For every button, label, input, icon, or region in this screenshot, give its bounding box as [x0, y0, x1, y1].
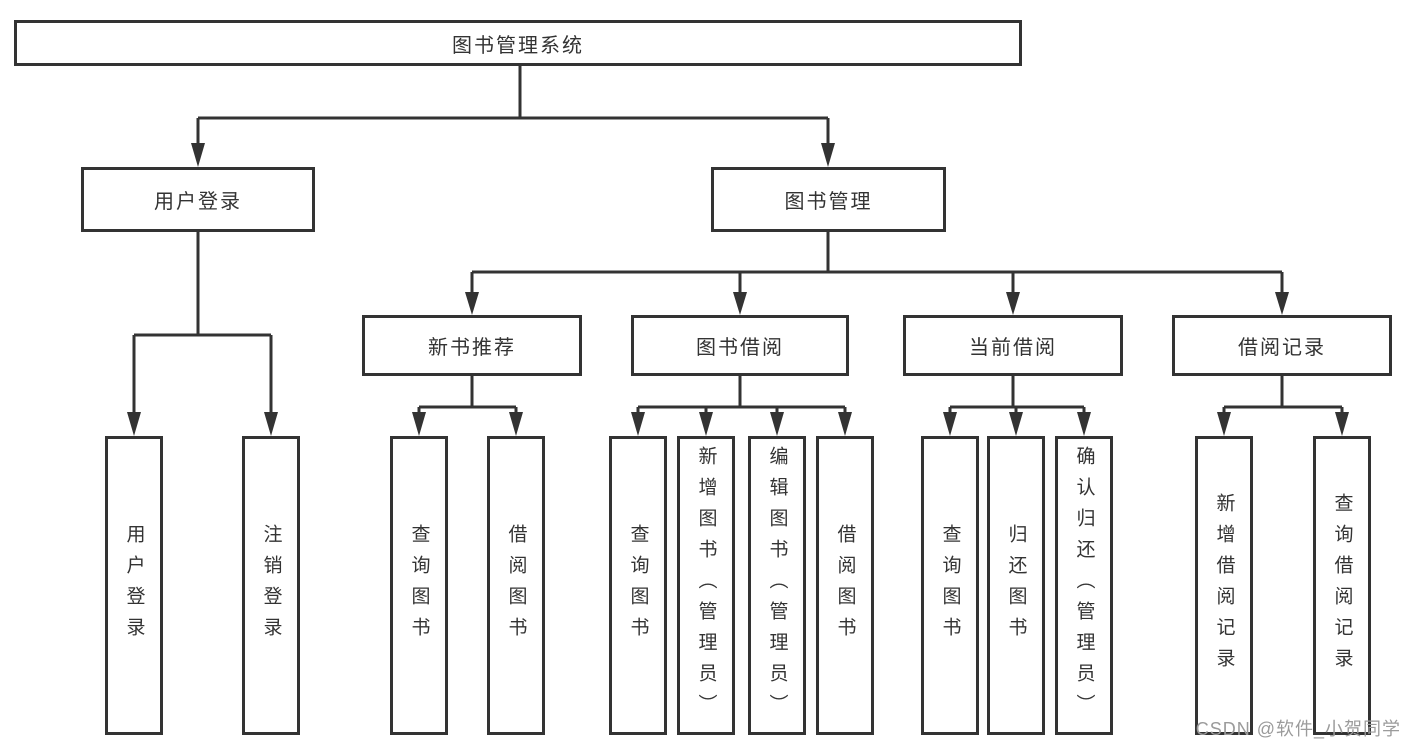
arrowhead [1217, 412, 1231, 436]
node-book-manage: 图书管理 [711, 167, 946, 232]
node-book-borrow-label: 图书借阅 [696, 337, 784, 359]
leaf-query-books-current: 查询图书 [921, 436, 979, 735]
leaf-add-books-admin: 新增图书（管理员） [677, 436, 735, 735]
node-user-login-label: 用户登录 [154, 191, 242, 213]
leaf-query-books-recommend-label: 查询图书 [408, 523, 430, 648]
leaf-logout: 注销登录 [242, 436, 300, 735]
node-current-borrow-label: 当前借阅 [969, 337, 1057, 359]
leaf-query-books-current-label: 查询图书 [939, 523, 961, 648]
node-borrow-records: 借阅记录 [1172, 315, 1392, 376]
node-new-book-recommend-label: 新书推荐 [428, 337, 516, 359]
node-borrow-records-label: 借阅记录 [1238, 337, 1326, 359]
arrowhead [1275, 292, 1289, 315]
leaf-user-login-label: 用户登录 [123, 523, 145, 648]
arrowhead [509, 412, 523, 436]
leaf-borrow-books-borrow-label: 借阅图书 [834, 523, 856, 648]
node-user-login: 用户登录 [81, 167, 315, 232]
leaf-edit-books-admin-label: 编辑图书（管理员） [766, 446, 788, 725]
node-book-borrow: 图书借阅 [631, 315, 849, 376]
leaf-confirm-return-admin-label: 确认归还（管理员） [1073, 446, 1095, 725]
node-root-label: 图书管理系统 [452, 34, 584, 57]
arrowhead [1077, 412, 1091, 436]
arrowhead [943, 412, 957, 436]
arrowhead [838, 412, 852, 436]
arrowhead [127, 412, 141, 436]
node-root: 图书管理系统 [14, 20, 1022, 66]
arrowhead [264, 412, 278, 436]
arrowhead [770, 412, 784, 436]
leaf-borrow-books-borrow: 借阅图书 [816, 436, 874, 735]
leaf-return-books: 归还图书 [987, 436, 1045, 735]
leaf-add-books-admin-label: 新增图书（管理员） [695, 446, 717, 725]
arrowheads [127, 143, 1349, 436]
node-current-borrow: 当前借阅 [903, 315, 1123, 376]
arrowhead [733, 292, 747, 315]
arrowhead [191, 143, 205, 167]
leaf-add-borrow-record: 新增借阅记录 [1195, 436, 1253, 735]
leaf-query-borrow-record-label: 查询借阅记录 [1331, 492, 1353, 679]
arrowhead [699, 412, 713, 436]
arrowhead [821, 143, 835, 167]
csdn-watermark: CSDN @软件_小贺同学 [1195, 719, 1401, 739]
leaf-query-books-borrow-label: 查询图书 [627, 523, 649, 648]
leaf-logout-label: 注销登录 [260, 523, 282, 648]
arrowhead [465, 292, 479, 315]
arrowhead [1006, 292, 1020, 315]
leaf-query-borrow-record: 查询借阅记录 [1313, 436, 1371, 735]
leaf-query-books-recommend: 查询图书 [390, 436, 448, 735]
leaf-borrow-books-recommend-label: 借阅图书 [505, 523, 527, 648]
leaf-confirm-return-admin: 确认归还（管理员） [1055, 436, 1113, 735]
leaf-edit-books-admin: 编辑图书（管理员） [748, 436, 806, 735]
arrowhead [631, 412, 645, 436]
leaf-borrow-books-recommend: 借阅图书 [487, 436, 545, 735]
node-book-manage-label: 图书管理 [784, 191, 873, 213]
leaf-add-borrow-record-label: 新增借阅记录 [1213, 492, 1235, 679]
leaf-return-books-label: 归还图书 [1005, 523, 1027, 648]
connector-path [132, 66, 1344, 415]
leaf-query-books-borrow: 查询图书 [609, 436, 667, 735]
arrowhead [1009, 412, 1023, 436]
node-new-book-recommend: 新书推荐 [362, 315, 582, 376]
arrowhead [1335, 412, 1349, 436]
arrowhead [412, 412, 426, 436]
leaf-user-login: 用户登录 [105, 436, 163, 735]
